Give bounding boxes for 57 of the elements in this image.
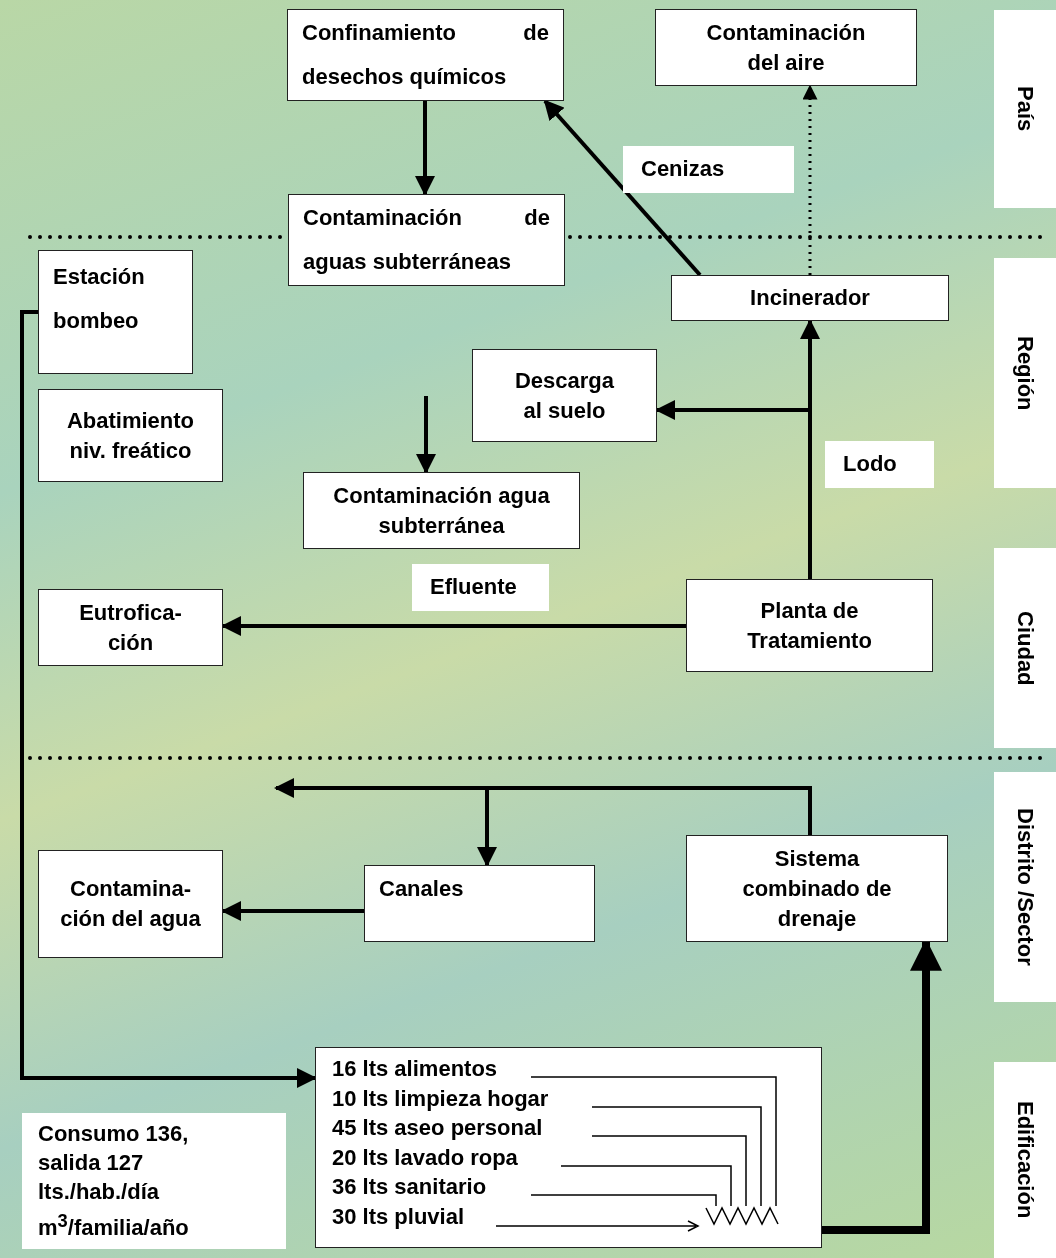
process-box — [38, 389, 223, 482]
consumption-item: 36 lts sanitario — [332, 1173, 487, 1201]
process-box — [303, 472, 580, 549]
consumption-item: 16 lts alimentos — [332, 1055, 498, 1083]
process-box — [364, 865, 595, 942]
level-name: Distrito /Sector — [1012, 808, 1038, 966]
node-text: Sistema combinado de drenaje — [742, 844, 892, 933]
process-box — [686, 835, 948, 942]
process-box — [686, 579, 933, 672]
consumption-box — [315, 1047, 822, 1248]
level-band — [994, 548, 1056, 748]
process-box — [671, 275, 949, 321]
process-box — [288, 194, 565, 286]
process-box — [472, 349, 657, 442]
edge-label: Lodo — [825, 441, 934, 488]
node-text: Planta de Tratamiento — [746, 596, 873, 655]
node-text: Eutrofica- ción — [78, 598, 183, 657]
consumption-item: 20 lts lavado ropa — [332, 1143, 518, 1172]
arrow — [221, 901, 364, 921]
level-band — [994, 772, 1056, 1002]
node-text: Consumo 136, salida 127 lts./hab./día m$^{3}$/familia/año — [38, 1120, 190, 1243]
node-text: Contaminación del aire — [705, 18, 867, 77]
consumption-item: 30 lts pluvial — [332, 1202, 465, 1231]
node-text: Estación bombeo — [53, 263, 146, 335]
node-text: Incinerador — [749, 284, 871, 312]
node-text: Contamina- ción del agua — [59, 875, 202, 933]
process-box — [38, 850, 223, 958]
note-box — [22, 1113, 286, 1249]
level-name: Región — [1012, 335, 1038, 411]
level-band — [994, 258, 1056, 488]
node-text: Canales — [379, 875, 465, 903]
arrow — [221, 616, 686, 636]
node-text: Descarga al suelo — [513, 366, 616, 425]
level-band — [994, 1062, 1056, 1258]
arrow — [655, 400, 812, 579]
arrow — [416, 396, 436, 474]
consumption-item: 10 lts limpieza hogar — [332, 1084, 549, 1113]
arrow — [802, 84, 818, 275]
process-box — [38, 250, 193, 374]
level-name: País — [1012, 86, 1038, 132]
level-band — [994, 10, 1056, 208]
level-name: Ciudad — [1012, 610, 1038, 686]
node-text: Confinamiento de desechos químicos — [302, 19, 549, 91]
level-name: Edificación — [1012, 1101, 1038, 1219]
arrow — [415, 101, 435, 196]
consumption-item: 45 lts aseo personal — [332, 1114, 543, 1142]
process-box — [287, 9, 564, 101]
node-text: Contaminación de aguas subterráneas — [303, 204, 550, 276]
arrow — [543, 99, 702, 277]
process-box — [38, 589, 223, 666]
arrow — [477, 786, 812, 867]
node-text: Abatimiento niv. freático — [65, 406, 196, 465]
node-text: Contaminación agua subterránea — [332, 481, 551, 540]
edge-label: Cenizas — [623, 146, 794, 193]
edge-label: Efluente — [412, 564, 549, 611]
process-box — [655, 9, 917, 86]
arrow — [20, 310, 317, 1088]
